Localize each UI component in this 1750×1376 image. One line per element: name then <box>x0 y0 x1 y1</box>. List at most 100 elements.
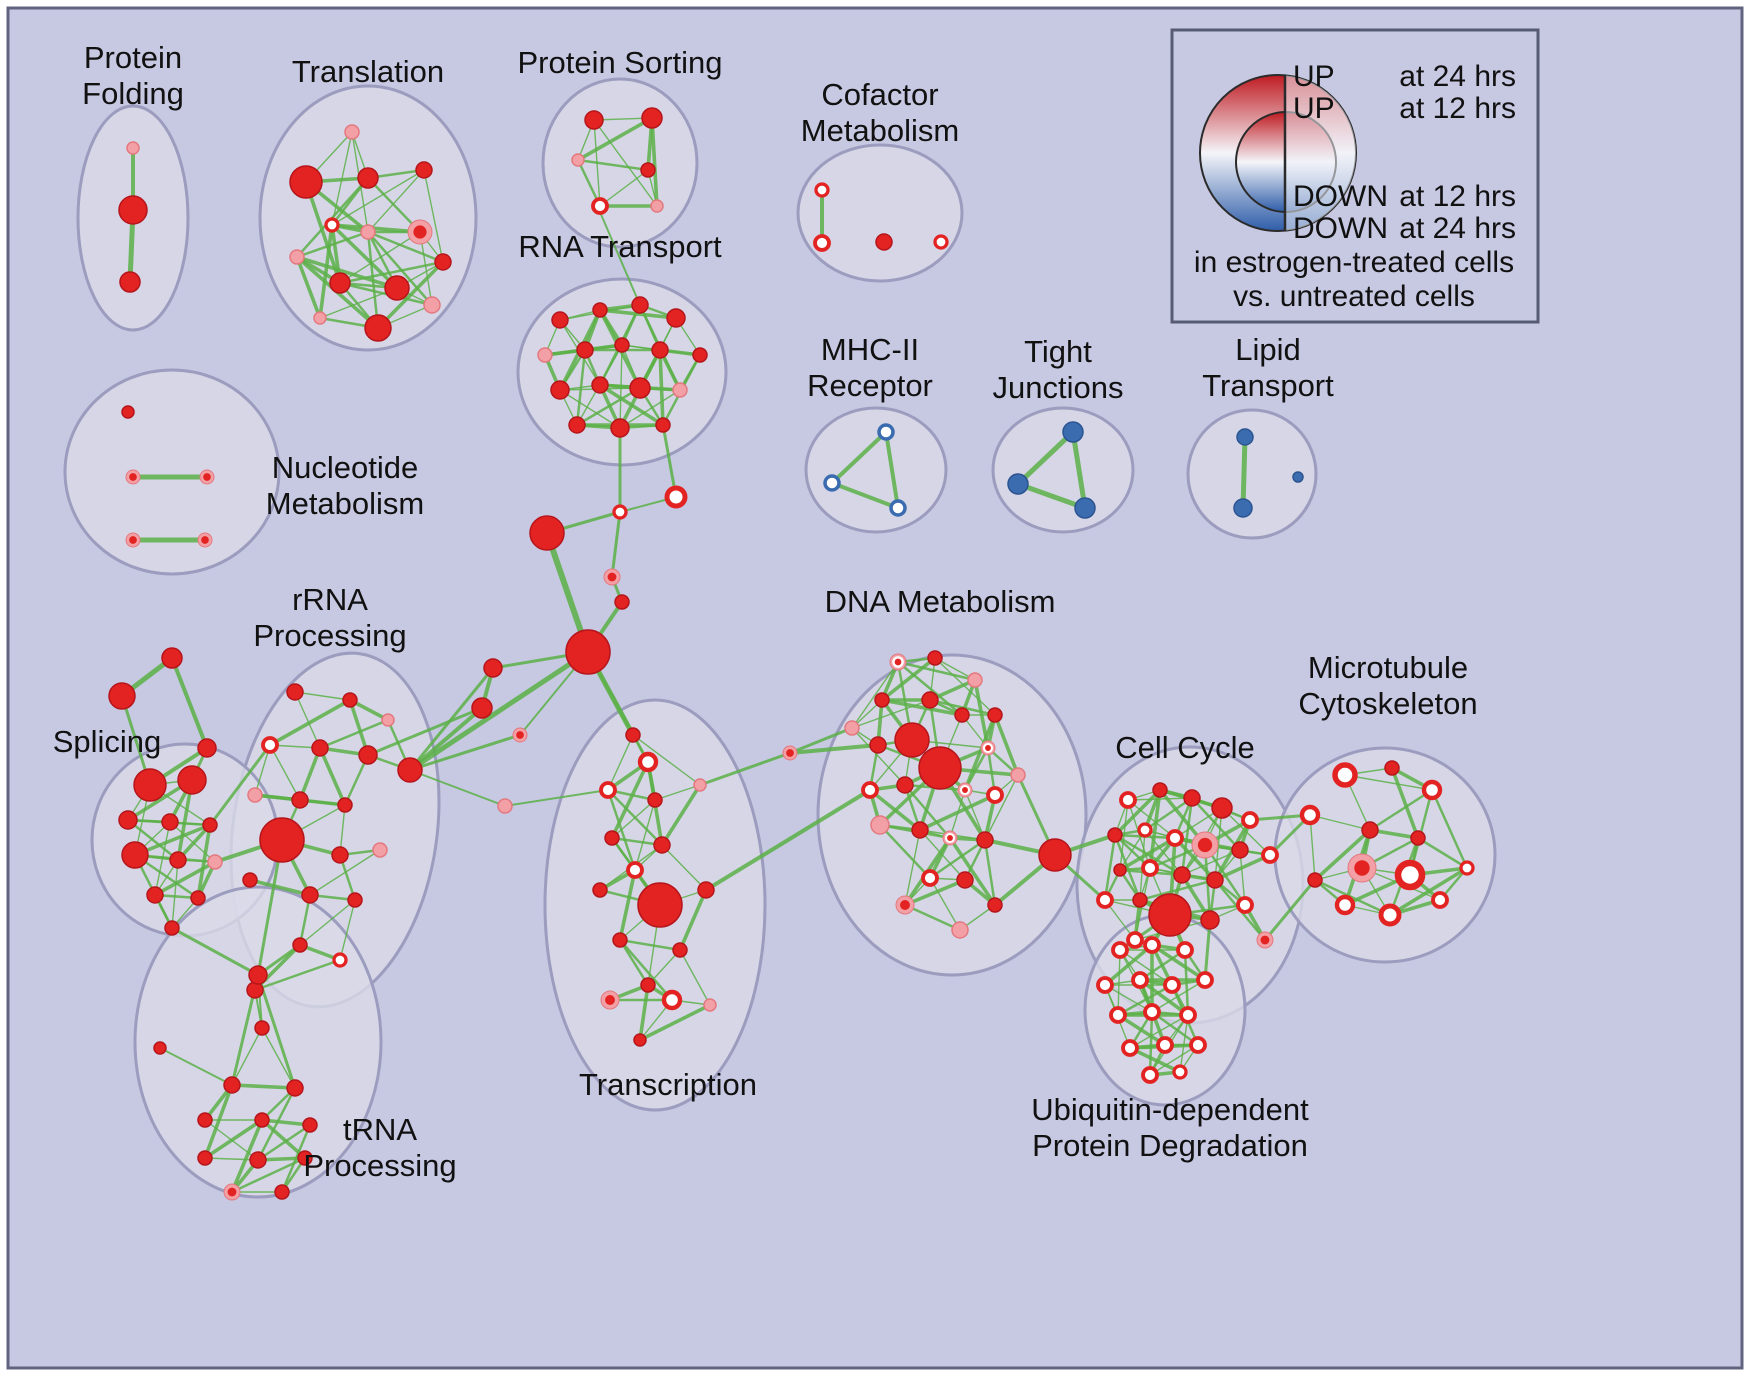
network-node <box>329 272 351 294</box>
network-edge <box>904 829 921 906</box>
network-node <box>177 765 207 795</box>
network-edge <box>231 1027 263 1086</box>
network-node <box>861 781 879 799</box>
network-node <box>874 692 890 708</box>
network-edge <box>1151 979 1206 1013</box>
network-node <box>1111 941 1129 959</box>
network-node <box>568 416 586 434</box>
network-node <box>877 423 895 441</box>
network-edge <box>1416 836 1469 870</box>
network-edge <box>1190 796 1242 852</box>
network-edge <box>256 1086 297 1162</box>
network-edge <box>1127 799 1176 839</box>
network-node <box>889 653 907 671</box>
network-node <box>364 314 392 342</box>
network-edge <box>830 481 900 510</box>
network-edge <box>1148 788 1162 870</box>
network-node <box>1010 767 1026 783</box>
network-node <box>693 778 707 792</box>
network-node <box>661 989 683 1011</box>
network-edge <box>159 1047 233 1086</box>
network-node <box>1143 1003 1161 1021</box>
network-edge <box>260 1118 312 1127</box>
network-node <box>1062 421 1084 443</box>
cluster-label-mhc2-receptor: Receptor <box>807 368 933 403</box>
network-edge <box>1214 807 1223 881</box>
network-node <box>631 296 649 314</box>
network-edge <box>230 1156 307 1194</box>
network-edge <box>1129 1014 1189 1049</box>
network-node <box>324 217 340 233</box>
legend-down12-direction: DOWN <box>1293 180 1388 213</box>
network-node <box>1191 831 1219 859</box>
network-node <box>576 341 594 359</box>
cluster-label-protein-sorting: Protein Sorting <box>517 45 722 80</box>
network-node <box>1126 931 1144 949</box>
network-node <box>703 998 717 1012</box>
network-edge <box>230 1083 297 1090</box>
network-edge <box>1309 814 1371 831</box>
network-node <box>1107 827 1123 843</box>
network-node <box>118 195 148 225</box>
network-node <box>1189 1036 1207 1054</box>
network-node <box>954 707 970 723</box>
network-node <box>956 871 974 889</box>
network-node <box>434 253 452 271</box>
network-edge <box>339 899 356 961</box>
network-node <box>207 854 223 870</box>
network-node <box>289 249 305 265</box>
cluster-label-rna-transport: RNA Transport <box>518 229 722 264</box>
network-edge <box>1138 948 1187 982</box>
network-node <box>1334 894 1356 916</box>
network-node <box>603 568 621 586</box>
network-node <box>1231 841 1249 859</box>
network-node <box>119 271 141 293</box>
network-node <box>381 713 395 727</box>
network-node <box>1332 762 1358 788</box>
network-node <box>933 234 949 250</box>
network-node <box>911 821 929 839</box>
network-edge <box>423 169 444 263</box>
network-edge <box>788 743 880 755</box>
cluster-label-mhc2-receptor: MHC-II <box>821 332 919 367</box>
legend-up24-direction: UP <box>1293 60 1335 93</box>
network-node <box>1233 498 1253 518</box>
cluster-label-nucleotide-metabolism: Nucleotide <box>272 450 418 485</box>
network-edge <box>367 169 425 233</box>
network-edge <box>1118 836 1177 872</box>
network-node <box>1173 866 1191 884</box>
network-node <box>248 965 268 985</box>
network-edge <box>1213 853 1272 882</box>
network-edge <box>408 666 495 772</box>
network-edge <box>1148 1010 1154 1077</box>
network-node <box>483 658 503 678</box>
network-node <box>153 1041 167 1055</box>
network-edge <box>1313 878 1392 917</box>
network-node <box>125 532 141 548</box>
network-edge <box>1368 788 1434 832</box>
network-node <box>875 233 893 251</box>
network-node <box>202 817 218 833</box>
legend-down12-time: at 12 hrs <box>1399 180 1516 213</box>
network-node <box>1236 428 1254 446</box>
cluster-ellipse-mhc2-receptor <box>804 406 948 534</box>
network-node <box>987 897 1003 913</box>
network-edge <box>934 657 996 716</box>
network-edge <box>366 230 434 307</box>
network-node <box>640 977 656 993</box>
network-edge <box>1070 429 1088 511</box>
network-edge <box>295 255 399 290</box>
legend: UP at 24 hrs UP at 12 hrs DOWN at 12 hrs… <box>1170 28 1540 324</box>
network-node <box>1196 971 1214 989</box>
network-node <box>423 296 441 314</box>
network-node <box>895 895 915 915</box>
network-node <box>537 347 553 363</box>
network-edge <box>1103 833 1117 902</box>
network-edge <box>126 818 180 862</box>
network-node <box>813 234 831 252</box>
network-edge <box>880 656 937 702</box>
network-node <box>344 124 360 140</box>
network-edge <box>638 983 650 1042</box>
network-node <box>1361 821 1379 839</box>
network-edge <box>1015 481 1088 511</box>
